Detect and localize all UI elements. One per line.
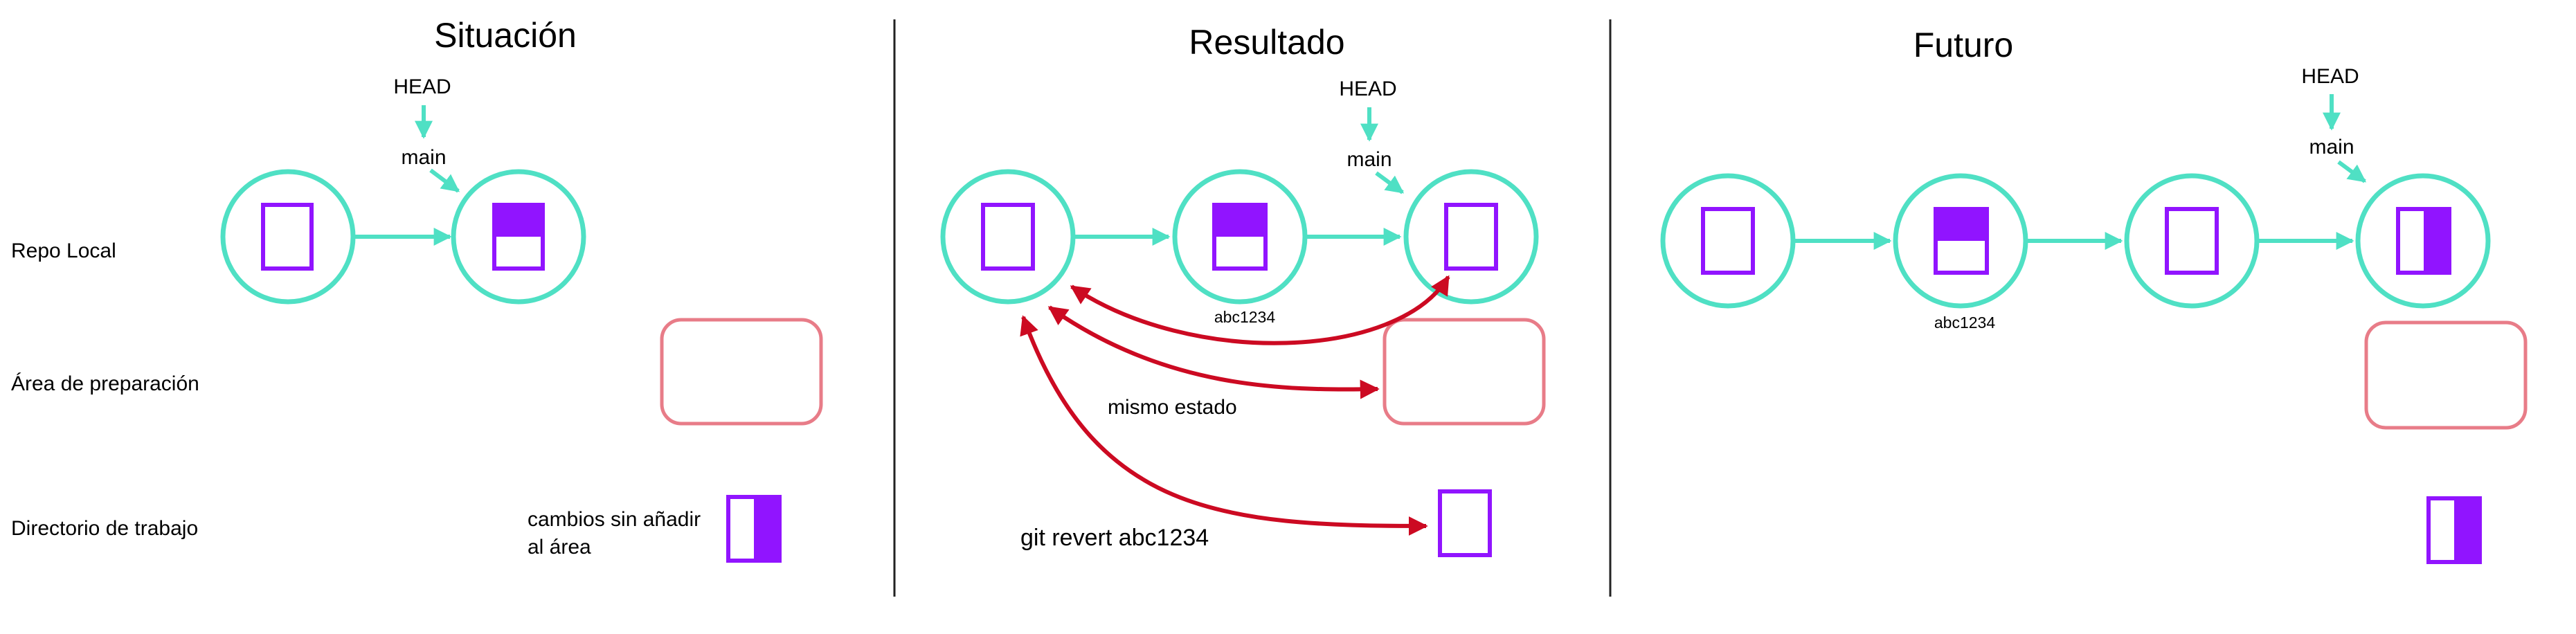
- commit-node-abc1234: [1893, 173, 2028, 309]
- empty-file-icon: [1701, 207, 1755, 275]
- empty-file-icon: [261, 203, 314, 271]
- branch-label-main: main: [2309, 136, 2354, 158]
- panel-situacion: Situación HEAD main cambios sin añadir a…: [220, 16, 823, 563]
- same-state-label: mismo estado: [1108, 396, 1237, 419]
- working-note-line1: cambios sin añadir: [528, 508, 701, 531]
- panel-title-situacion: Situación: [434, 16, 577, 55]
- working-note-line2: al área: [528, 536, 591, 559]
- commit-node: [220, 169, 356, 305]
- commit-node-revert: [2124, 173, 2260, 309]
- branch-label-main: main: [1346, 148, 1391, 171]
- branch-arrow: [1375, 171, 1405, 194]
- staging-area-box: [1382, 318, 1546, 426]
- row-label-staging: Área de preparación: [11, 372, 199, 395]
- empty-file-icon: [1444, 203, 1498, 271]
- half-filled-file-icon: [2426, 496, 2482, 564]
- row-label-repo-local: Repo Local: [11, 239, 116, 262]
- commit-node: [940, 169, 1076, 305]
- staging-area-box: [660, 318, 823, 426]
- empty-file-icon: [2165, 207, 2219, 275]
- empty-file-icon: [981, 203, 1035, 271]
- commit-node-head: [451, 169, 586, 305]
- branch-arrow: [429, 168, 460, 193]
- panel-resultado: Resultado HEAD main abc1234 mismo esta: [940, 23, 1546, 557]
- head-label: HEAD: [1339, 78, 1396, 100]
- commit-hash-label: abc1234: [1214, 308, 1275, 326]
- top-filled-file-icon: [1212, 203, 1268, 271]
- panel-futuro: Futuro HEAD main abc1234: [1660, 26, 2528, 564]
- head-label: HEAD: [2301, 65, 2359, 88]
- commit-node-revert: [1403, 169, 1539, 305]
- top-filled-file-icon: [1934, 207, 1989, 275]
- commit-node-head: [2355, 173, 2491, 309]
- commit-node-abc1234: [1172, 169, 1308, 305]
- commit-node: [1660, 173, 1796, 309]
- top-filled-file-icon: [492, 203, 545, 271]
- branch-label-main: main: [401, 146, 446, 169]
- half-filled-file-icon: [726, 495, 782, 563]
- row-label-working: Directorio de trabajo: [11, 517, 198, 540]
- panel-title-resultado: Resultado: [1189, 23, 1344, 62]
- staging-area-box: [2364, 320, 2528, 430]
- command-label: git revert abc1234: [1020, 525, 1209, 551]
- commit-hash-label: abc1234: [1934, 314, 1995, 332]
- head-label: HEAD: [393, 75, 451, 98]
- same-state-arrow-to-working: [1020, 315, 1428, 536]
- empty-file-icon: [1438, 489, 1492, 557]
- branch-arrow: [2337, 160, 2367, 183]
- panel-title-futuro: Futuro: [1913, 26, 2014, 64]
- half-filled-file-icon: [2396, 207, 2451, 275]
